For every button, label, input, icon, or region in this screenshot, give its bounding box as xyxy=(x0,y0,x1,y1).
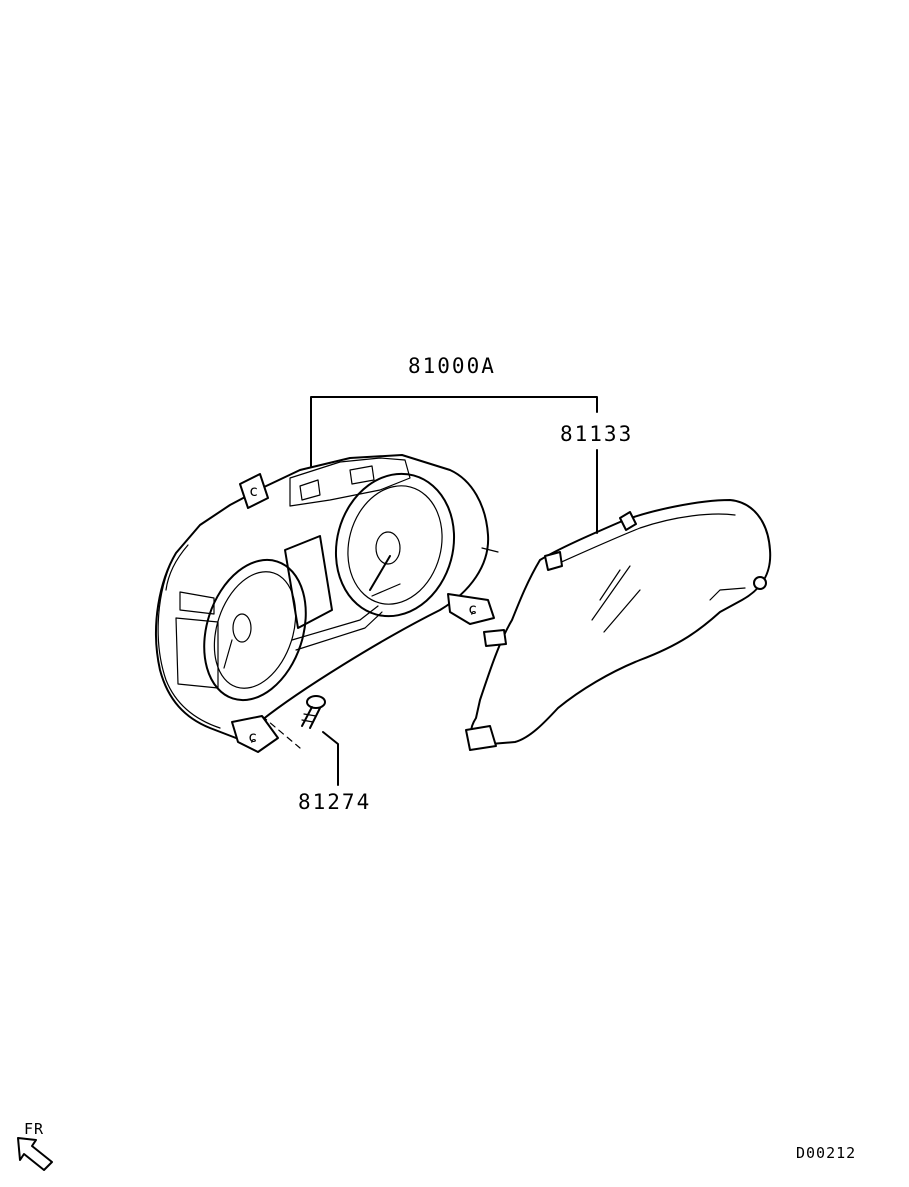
label-81274: 81274 xyxy=(298,790,371,814)
tapping-screw-illustration xyxy=(261,695,326,749)
bracket-glyph-left: ɕ xyxy=(248,728,258,746)
leader-lines xyxy=(310,396,598,786)
bracket-glyph-right: ɕ xyxy=(468,600,478,618)
direction-label: FR xyxy=(24,1120,44,1138)
cluster-lens-cover-illustration xyxy=(465,499,772,751)
leader-81274 xyxy=(322,731,339,786)
label-81133: 81133 xyxy=(560,422,633,446)
bracket-glyph: c xyxy=(249,482,259,500)
diagram-code: D00212 xyxy=(796,1144,856,1162)
front-arrow-icon xyxy=(17,1137,53,1171)
label-81000A: 81000A xyxy=(408,354,496,378)
instrument-cluster-illustration: c ɕ ɕ xyxy=(155,454,499,753)
leader-81000A xyxy=(310,396,598,467)
